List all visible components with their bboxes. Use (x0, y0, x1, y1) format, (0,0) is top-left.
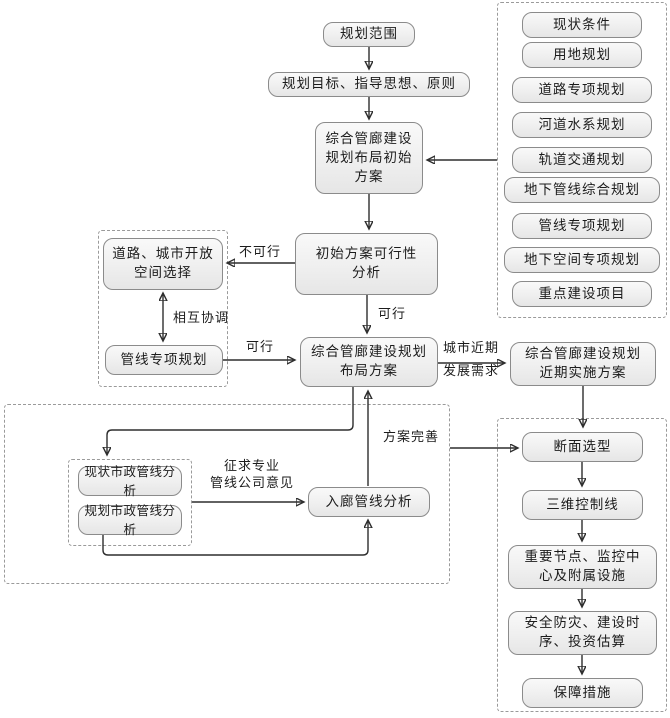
node-road-open-space: 道路、城市开放 空间选择 (103, 238, 223, 290)
label-plan-refinement: 方案完善 (382, 430, 439, 445)
node-corridor-layout-plan: 综合管廊建设规划 布局方案 (300, 337, 438, 387)
input-rail-transit-plan: 轨道交通规划 (512, 147, 652, 173)
group-pipeline-analysis (4, 404, 450, 584)
node-planning-scope: 规划范围 (323, 22, 415, 47)
label-infeasible: 不可行 (238, 245, 281, 260)
input-river-system-plan: 河道水系规划 (512, 112, 652, 138)
label-feasible-right: 可行 (245, 340, 274, 355)
group-municipal-analysis (68, 459, 192, 546)
group-planning-inputs (497, 2, 667, 318)
group-detail-design (497, 418, 667, 712)
node-key-nodes-facilities: 重要节点、监控中 心及附属设施 (508, 545, 657, 589)
group-coordination (98, 230, 228, 387)
node-near-term-plan: 综合管廊建设规划 近期实施方案 (510, 342, 656, 386)
node-planned-pipeline-analysis: 规划市政管线分析 (78, 503, 182, 537)
edge-planned-to-corridor-analysis (102, 521, 368, 556)
input-current-conditions: 现状条件 (522, 12, 642, 38)
input-key-construction-projects: 重点建设项目 (512, 281, 652, 307)
node-3d-control-line: 三维控制线 (522, 490, 643, 520)
node-safeguard-measures: 保障措施 (522, 678, 643, 708)
node-pipeline-special-plan: 管线专项规划 (105, 345, 223, 375)
node-cross-section: 断面选型 (522, 432, 643, 462)
node-corridor-pipeline-analysis: 入廊管线分析 (308, 487, 430, 517)
node-safety-schedule-estimate: 安全防灾、建设时 序、投资估算 (508, 611, 657, 655)
input-land-use-plan: 用地规划 (522, 42, 642, 68)
node-initial-layout-plan: 综合管廊建设 规划布局初始 方案 (315, 122, 423, 194)
node-current-pipeline-analysis: 现状市政管线分析 (78, 464, 182, 498)
label-consult-companies: 征求专业 管线公司意见 (209, 459, 294, 491)
label-mutual-coordination: 相互协调 (172, 311, 229, 326)
label-feasible-down: 可行 (377, 307, 406, 322)
label-city-near-term-needs: 城市近期 发展需求 (442, 341, 499, 379)
input-road-special-plan: 道路专项规划 (512, 77, 652, 103)
input-underground-space-plan: 地下空间专项规划 (504, 247, 660, 273)
input-pipeline-special-plan: 管线专项规划 (512, 213, 652, 239)
node-goals-principles: 规划目标、指导思想、原则 (268, 72, 470, 97)
input-underground-pipeline-plan: 地下管线综合规划 (504, 177, 660, 203)
edge-layout-to-municipal-analysis (107, 387, 354, 454)
node-feasibility-analysis: 初始方案可行性 分析 (295, 233, 438, 295)
